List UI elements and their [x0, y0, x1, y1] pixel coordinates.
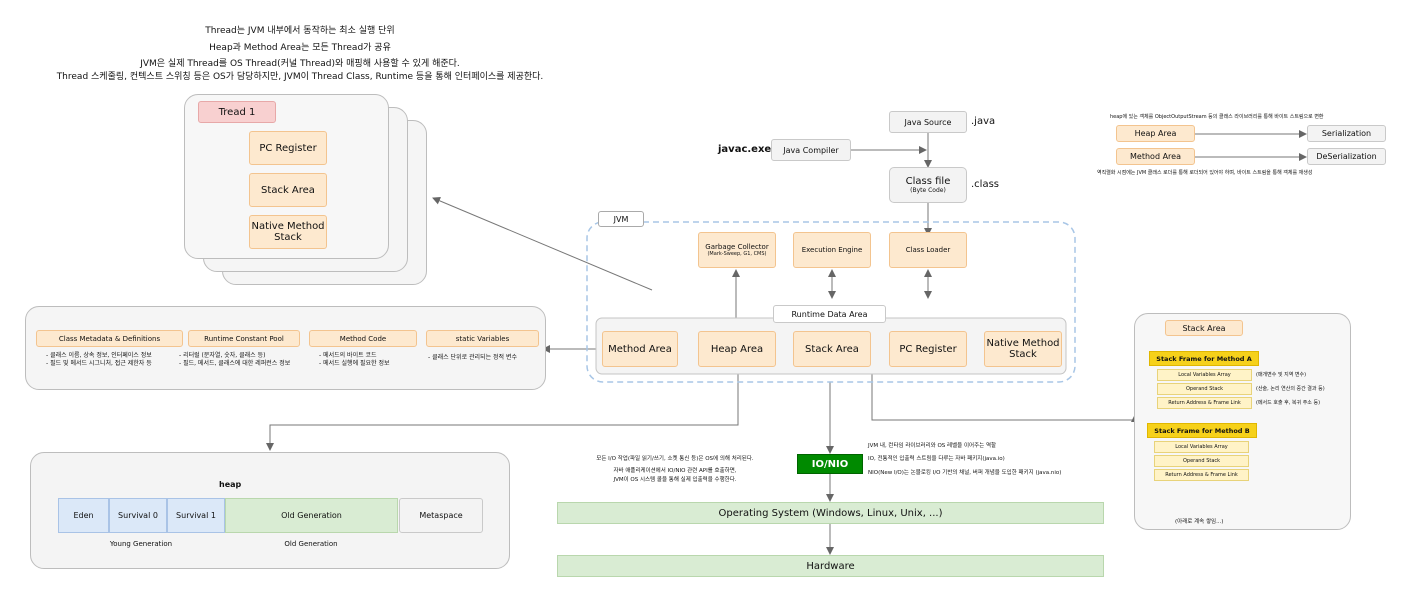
method-col-title: static Variables	[426, 330, 539, 347]
ser-heap-box: Heap Area	[1116, 125, 1195, 142]
method-col-desc: - 클래스 이름, 상속 정보, 인터페이스 정보 - 필드 및 메서드 시그니…	[46, 352, 152, 368]
frame-b-operand: Operand Stack	[1154, 455, 1249, 467]
class-file-ext: .class	[971, 179, 1000, 190]
heap-title: heap	[219, 480, 242, 489]
heap-survival-0: Survival 0	[109, 498, 167, 533]
thread-pc-register: PC Register	[249, 131, 327, 165]
io-note: 모든 I/O 작업(파일 읽기/쓰기, 소켓 통신 등)은 OS에 의해 처리된…	[596, 456, 754, 462]
hardware-bar: Hardware	[557, 555, 1104, 577]
java-source-box: Java Source	[889, 111, 967, 133]
javac-label: javac.exe	[718, 144, 772, 155]
io-note: 자바 애플리케이션에서 IO/NIO 관련 API를 호출하면,	[613, 468, 737, 475]
thread-native-stack: Native Method Stack	[249, 215, 327, 249]
area-method: Method Area	[602, 331, 678, 367]
heap-old-generation: Old Generation	[225, 498, 398, 533]
frame-a-operand-desc: (산술, 논리 연산의 중간 결과 등)	[1256, 386, 1325, 392]
stack-frame-b: Stack Frame for Method B	[1147, 423, 1257, 438]
jvm-label: JVM	[598, 211, 644, 227]
execution-engine-box: Execution Engine	[793, 232, 871, 268]
frame-a-return: Return Address & Frame Link	[1157, 397, 1252, 409]
frame-a-locals-desc: (매개변수 및 지역 변수)	[1256, 372, 1307, 378]
serialization-note-top: heap에 있는 객체를 ObjectOutputStream 등의 클래스 라…	[1110, 114, 1324, 120]
area-heap: Heap Area	[698, 331, 776, 367]
deserialization-box: DeSerialization	[1307, 148, 1386, 165]
serialization-note-bottom: 역직렬화 시점에는 JVM 클래스 로더를 통해 로더되어 있어야 하며, 바이…	[1097, 170, 1313, 176]
desc-line: - 필드 및 메서드 시그니처, 접근 제한자 등	[46, 360, 152, 368]
io-nio-box: IO/NIO	[797, 454, 863, 474]
method-col-desc: - 리터럴 (문자열, 숫자, 클래스 등) - 필드, 메서드, 클래스에 대…	[179, 352, 290, 368]
desc-line: - 메서드의 바이트 코드	[319, 352, 377, 359]
stack-frame-a: Stack Frame for Method A	[1149, 351, 1259, 366]
stack-detail-panel: Stack Area Stack Frame for Method A Loca…	[1134, 313, 1351, 530]
java-source-ext: .java	[971, 116, 996, 127]
note-line: Thread는 JVM 내부에서 동작하는 최소 실행 단위	[205, 26, 395, 36]
frame-a-locals: Local Variables Array	[1157, 369, 1252, 381]
frame-a-operand: Operand Stack	[1157, 383, 1252, 395]
io-left-notes: 모든 I/O 작업(파일 읽기/쓰기, 소켓 통신 등)은 OS에 의해 처리된…	[560, 455, 790, 484]
area-pc-register: PC Register	[889, 331, 967, 367]
note-line: JVM은 실제 Thread를 OS Thread(커널 Thread)와 매핑…	[140, 59, 460, 70]
method-col-title: Runtime Constant Pool	[188, 330, 300, 347]
young-generation-label: Young Generation	[109, 540, 173, 548]
class-file-box: Class file (Byte Code)	[889, 167, 967, 203]
heap-eden: Eden	[58, 498, 109, 533]
class-file-label: Class file	[905, 176, 951, 187]
desc-line: - 메서드 실행에 필요한 정보	[319, 360, 390, 368]
garbage-collector-box: Garbage Collector (Mark-Sweep, G1, CMS)	[698, 232, 776, 268]
frame-a-return-desc: (메서드 호출 후, 복귀 주소 등)	[1256, 400, 1321, 406]
area-stack: Stack Area	[793, 331, 871, 367]
method-col-desc: - 클래스 단위로 관리되는 정적 변수	[428, 354, 517, 362]
desc-line: - 클래스 이름, 상속 정보, 인터페이스 정보	[46, 352, 152, 359]
method-col-title: Method Code	[309, 330, 417, 347]
thread-panel: Tread 1 PC Register Stack Area Native Me…	[184, 94, 389, 259]
runtime-data-area-label: Runtime Data Area	[773, 305, 886, 323]
class-loader-box: Class Loader	[889, 232, 967, 268]
class-file-sub: (Byte Code)	[910, 187, 946, 194]
operating-system-bar: Operating System (Windows, Linux, Unix, …	[557, 502, 1104, 524]
io-note: IO, 전통적인 입출력 스트림을 다루는 자바 패키지(java.io)	[868, 456, 1005, 463]
io-right-notes: JVM 내, 런타임 라이브러리와 OS 레벨을 이어주는 역할 IO, 전통적…	[868, 442, 1138, 477]
desc-line: - 필드, 메서드, 클래스에 대한 레퍼런스 정보	[179, 360, 291, 368]
gc-sub: (Mark-Sweep, G1, CMS)	[707, 251, 767, 257]
frame-b-return: Return Address & Frame Link	[1154, 469, 1249, 481]
thread-title: Tread 1	[198, 101, 276, 123]
note-line: Thread 스케줄링, 컨텍스트 스위칭 등은 OS가 담당하지만, JVM이…	[56, 71, 544, 82]
method-col-title: Class Metadata & Definitions	[36, 330, 183, 347]
frame-b-locals: Local Variables Array	[1154, 441, 1249, 453]
thread-stack-area: Stack Area	[249, 173, 327, 207]
heap-metaspace: Metaspace	[399, 498, 483, 533]
stack-more-note: (아래로 계속 쌓임...)	[1175, 519, 1224, 525]
serialization-box: Serialization	[1307, 125, 1386, 142]
java-compiler-box: Java Compiler	[771, 139, 851, 161]
heap-survival-1: Survival 1	[167, 498, 225, 533]
method-area-detail-panel: Class Metadata & Definitions - 클래스 이름, 상…	[25, 306, 546, 390]
thread-notes: Thread는 JVM 내부에서 동작하는 최소 실행 단위 Heap과 Met…	[20, 25, 580, 83]
desc-line: - 클래스 단위로 관리되는 정적 변수	[428, 354, 517, 361]
desc-line: - 리터럴 (문자열, 숫자, 클래스 등)	[179, 352, 266, 359]
area-native-stack: Native Method Stack	[984, 331, 1062, 367]
heap-detail-panel: heap Eden Survival 0 Survival 1 Old Gene…	[30, 452, 510, 569]
gc-label: Garbage Collector	[705, 243, 769, 251]
io-note: NIO(New I/O)는 논블로킹 I/O 기반의 채널, 버퍼 개념을 도입…	[868, 469, 1062, 476]
old-generation-label: Old Generation	[284, 540, 338, 548]
ser-method-box: Method Area	[1116, 148, 1195, 165]
note-line: Heap과 Method Area는 모든 Thread가 공유	[209, 42, 391, 53]
io-note: JVM이 OS 시스템 콜을 통해 실제 입출력을 수행한다.	[613, 476, 737, 483]
stack-detail-title: Stack Area	[1165, 320, 1243, 336]
method-col-desc: - 메서드의 바이트 코드 - 메서드 실행에 필요한 정보	[319, 352, 390, 368]
io-note: JVM 내, 런타임 라이브러리와 OS 레벨을 이어주는 역할	[868, 443, 997, 449]
